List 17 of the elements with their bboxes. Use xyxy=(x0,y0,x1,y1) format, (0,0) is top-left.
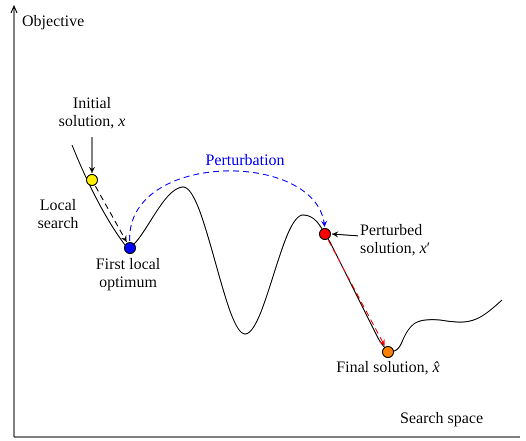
arrow xyxy=(94,186,128,242)
arrow xyxy=(88,136,96,174)
node-label: Initial solution, x xyxy=(44,95,140,132)
axis-label: Search space xyxy=(400,410,484,428)
arrow xyxy=(332,231,358,238)
solution-point xyxy=(382,346,394,358)
point-caption: Final solution, x̂ xyxy=(335,359,441,378)
edge-label: Local search xyxy=(36,197,80,234)
edge-label: Perturbation xyxy=(204,152,286,170)
arrow xyxy=(129,170,326,242)
axis-label: Objective xyxy=(22,13,84,31)
arrow xyxy=(328,240,386,346)
solution-point xyxy=(124,242,136,254)
node-label: Perturbed solution, x′ xyxy=(360,222,475,259)
point-caption: First local optimum xyxy=(94,256,162,293)
solution-point xyxy=(319,228,331,240)
solution-point xyxy=(86,174,98,186)
